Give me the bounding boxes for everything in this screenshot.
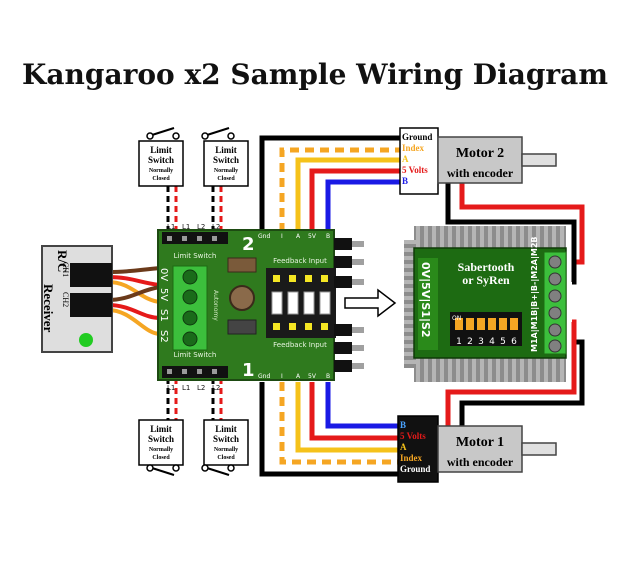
- ch2-connector: [70, 293, 112, 317]
- motor2-pin-4: B: [402, 176, 408, 186]
- svg-text:Closed: Closed: [152, 455, 170, 461]
- svg-text:L1: L1: [182, 223, 190, 231]
- terminal-0v: 0V: [158, 268, 169, 281]
- motor1-pin-1: 5 Volts: [400, 431, 426, 441]
- motor2-pin-3: 5 Volts: [402, 165, 428, 175]
- motor1-pin-4: Ground: [400, 464, 430, 474]
- terminal-5v: 5V: [158, 288, 169, 301]
- svg-text:I: I: [281, 373, 283, 380]
- svg-text:I: I: [281, 233, 283, 240]
- limit-switch-top-right: Limit Switch Normally Closed: [201, 127, 249, 187]
- svg-text:M1A|M1B|B+|B-|M2A|M2B: M1A|M1B|B+|B-|M2A|M2B: [530, 236, 539, 352]
- encoder-wires-bottom: [259, 382, 400, 477]
- svg-text:5V: 5V: [308, 373, 317, 380]
- motor-1: B 5 Volts A Index Ground Motor 1 with en…: [397, 415, 557, 483]
- diagram-title: Kangaroo x2 Sample Wiring Diagram: [22, 58, 608, 91]
- limit-switch-wires-top: [166, 186, 223, 232]
- svg-text:Receiver: Receiver: [41, 284, 56, 333]
- svg-text:Limit Switch: Limit Switch: [174, 252, 217, 260]
- svg-text:Limit: Limit: [215, 424, 237, 434]
- svg-text:Closed: Closed: [217, 455, 235, 461]
- motor1-pin-2: A: [400, 442, 407, 452]
- svg-text:L2: L2: [197, 384, 205, 392]
- svg-text:Normally: Normally: [149, 168, 173, 174]
- svg-text:5V: 5V: [308, 233, 317, 240]
- limit-switch-top-left: Limit Switch Normally Closed: [138, 127, 184, 187]
- svg-text:4: 4: [489, 337, 495, 347]
- kangaroo-board: L1 L1 L2 L2 L1 L1 L2 L2 Limit Switch Lim…: [157, 223, 364, 392]
- svg-text:Limit: Limit: [150, 424, 172, 434]
- svg-text:Feedback Input: Feedback Input: [273, 257, 327, 265]
- motor1-pin-0: B: [400, 420, 406, 430]
- svg-text:L1: L1: [182, 384, 190, 392]
- svg-text:1: 1: [456, 337, 462, 347]
- svg-text:B: B: [326, 233, 330, 240]
- svg-text:Switch: Switch: [213, 434, 239, 444]
- power-led: [79, 333, 93, 347]
- svg-text:Autonomy: Autonomy: [212, 290, 219, 321]
- terminal-s2: S2: [158, 330, 169, 343]
- svg-text:Switch: Switch: [148, 155, 174, 165]
- svg-text:with encoder: with encoder: [447, 166, 514, 180]
- svg-text:with encoder: with encoder: [447, 455, 514, 469]
- rc-receiver: R/C Receiver CH1 CH2: [41, 245, 113, 353]
- motor-2-shaft: [521, 153, 557, 167]
- svg-text:or SyRen: or SyRen: [462, 273, 510, 287]
- svg-text:Gnd: Gnd: [258, 233, 270, 240]
- svg-text:L2: L2: [212, 384, 220, 392]
- motor2-pin-1: Index: [402, 143, 425, 153]
- rc-wires: [107, 266, 161, 336]
- sabertooth-board: 0V|5V|S1|S2 Sabertooth or SyRen ON 1 2 3…: [404, 226, 567, 382]
- motor2-pin-2: A: [402, 154, 409, 164]
- limit-switch-bottom-left: Limit Switch Normally Closed: [138, 419, 184, 476]
- svg-text:B: B: [326, 373, 330, 380]
- motor-2: Ground Index A 5 Volts B Motor 2 with en…: [399, 127, 557, 195]
- svg-text:A: A: [296, 233, 301, 240]
- svg-text:Limit Switch: Limit Switch: [174, 351, 217, 359]
- motor-2-pinout: [399, 127, 439, 195]
- limit-switch-bottom-right: Limit Switch Normally Closed: [201, 419, 249, 476]
- svg-text:Closed: Closed: [152, 176, 170, 182]
- svg-text:Motor 1: Motor 1: [456, 435, 504, 450]
- svg-text:L1: L1: [167, 223, 175, 231]
- svg-text:Limit: Limit: [215, 145, 237, 155]
- channel-1-label: 1: [242, 360, 255, 381]
- ch1-connector: [70, 263, 112, 287]
- svg-text:Limit: Limit: [150, 145, 172, 155]
- svg-text:Motor 2: Motor 2: [456, 146, 504, 161]
- svg-text:Gnd: Gnd: [258, 373, 270, 380]
- terminal-s1: S1: [158, 309, 169, 322]
- svg-text:L1: L1: [167, 384, 175, 392]
- svg-text:R/C: R/C: [55, 250, 70, 272]
- motor-1-pinout: [397, 415, 439, 483]
- svg-text:Switch: Switch: [148, 434, 174, 444]
- motor1-pin-3: Index: [400, 453, 423, 463]
- svg-text:Sabertooth: Sabertooth: [458, 260, 515, 274]
- motor-1-shaft: [521, 442, 557, 456]
- svg-text:Normally: Normally: [214, 168, 238, 174]
- limit-switch-wires-bottom: [166, 378, 223, 420]
- svg-text:L2: L2: [197, 223, 205, 231]
- motor-power-wires: [445, 178, 585, 428]
- svg-text:Switch: Switch: [213, 155, 239, 165]
- svg-text:A: A: [296, 373, 301, 380]
- svg-text:Closed: Closed: [217, 176, 235, 182]
- svg-text:6: 6: [511, 337, 517, 347]
- svg-text:L2: L2: [212, 223, 220, 231]
- svg-text:ON: ON: [452, 315, 461, 322]
- svg-text:Normally: Normally: [149, 447, 173, 453]
- signal-arrow: [344, 288, 397, 318]
- svg-text:Normally: Normally: [214, 447, 238, 453]
- svg-text:3: 3: [478, 337, 484, 347]
- svg-text:0V|5V|S1|S2: 0V|5V|S1|S2: [419, 262, 432, 338]
- channel-2-label: 2: [242, 234, 255, 255]
- encoder-wires-top: [259, 135, 400, 232]
- svg-text:CH1: CH1: [61, 262, 70, 277]
- svg-text:2: 2: [467, 337, 473, 347]
- svg-text:Feedback Input: Feedback Input: [273, 341, 327, 349]
- motor2-pin-0: Ground: [402, 132, 432, 142]
- svg-text:5: 5: [500, 337, 506, 347]
- svg-text:CH2: CH2: [61, 292, 70, 307]
